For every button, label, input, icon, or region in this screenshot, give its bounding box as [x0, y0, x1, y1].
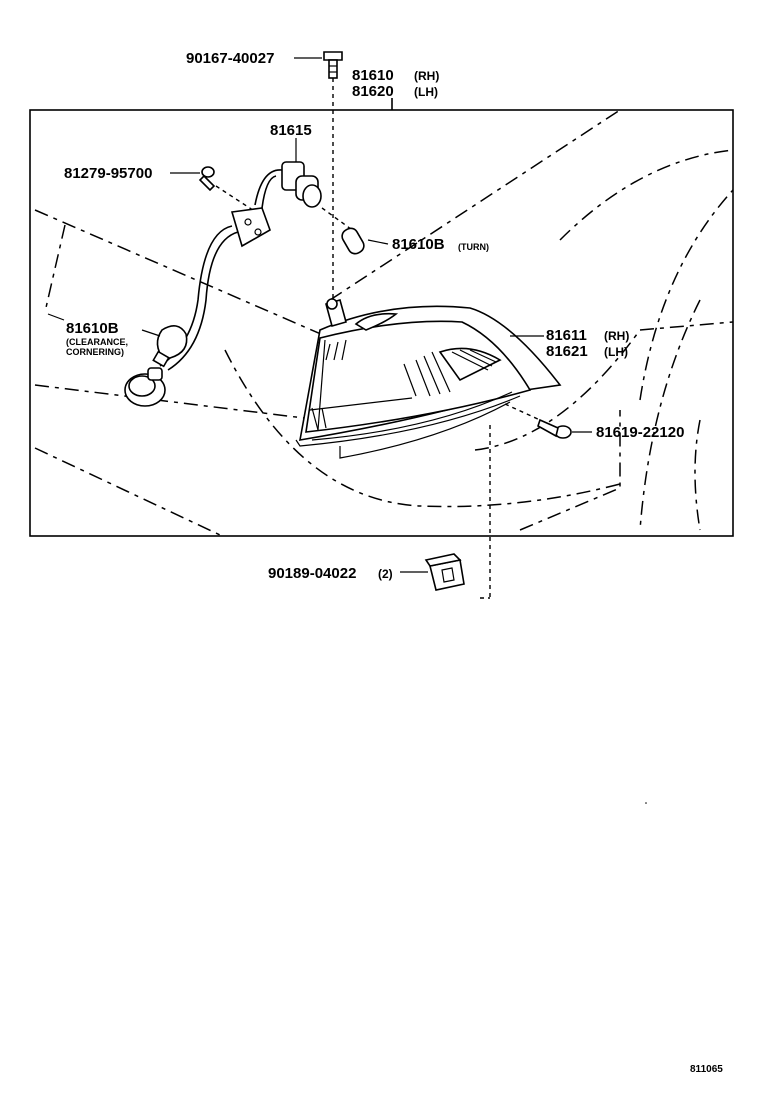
label-lamp-assy-rh-side: (RH)	[414, 69, 439, 83]
label-lens-rh-side: (RH)	[604, 329, 629, 343]
label-screw-top: 81279-95700	[64, 165, 152, 182]
label-lens-rh: 81611	[546, 327, 587, 344]
label-lamp-assy-rh: 81610	[352, 67, 394, 84]
socket-81615	[281, 161, 322, 208]
clip-icon	[424, 553, 465, 591]
diagram-frame	[29, 109, 734, 537]
stray-mark	[645, 802, 647, 804]
bulb-clearance-icon	[152, 325, 188, 368]
label-lens-lh-side: (LH)	[604, 345, 628, 359]
label-clip: 90189-04022	[268, 565, 356, 582]
label-bulb-clear-note-1: (CLEARANCE,	[66, 337, 128, 347]
screw-top-icon	[198, 166, 216, 192]
socket-clearance-icon	[124, 367, 166, 407]
label-socket: 81615	[270, 122, 312, 139]
body-outline	[34, 109, 734, 536]
label-bulb-turn: 81610B	[392, 236, 445, 253]
bolt-icon	[323, 51, 343, 79]
label-bulb-clear-note-2: CORNERING)	[66, 347, 124, 357]
label-lens-lh: 81621	[546, 343, 588, 360]
label-screw-side: 81619-22120	[596, 424, 684, 441]
label-bulb-clear: 81610B	[66, 320, 119, 337]
bulb-turn-icon	[341, 227, 365, 255]
label-lamp-assy-lh-side: (LH)	[414, 85, 438, 99]
label-bolt: 90167-40027	[186, 50, 274, 67]
reference-code: 811065	[690, 1064, 723, 1075]
label-lamp-assy-lh: 81620	[352, 83, 394, 100]
bracket	[230, 207, 271, 248]
label-clip-qty: (2)	[378, 567, 393, 581]
leader-lines	[47, 57, 592, 573]
label-bulb-turn-note: (TURN)	[458, 242, 489, 252]
screw-side-icon	[537, 418, 572, 439]
lens-ribs	[311, 339, 451, 431]
lamp-housing	[295, 298, 562, 459]
